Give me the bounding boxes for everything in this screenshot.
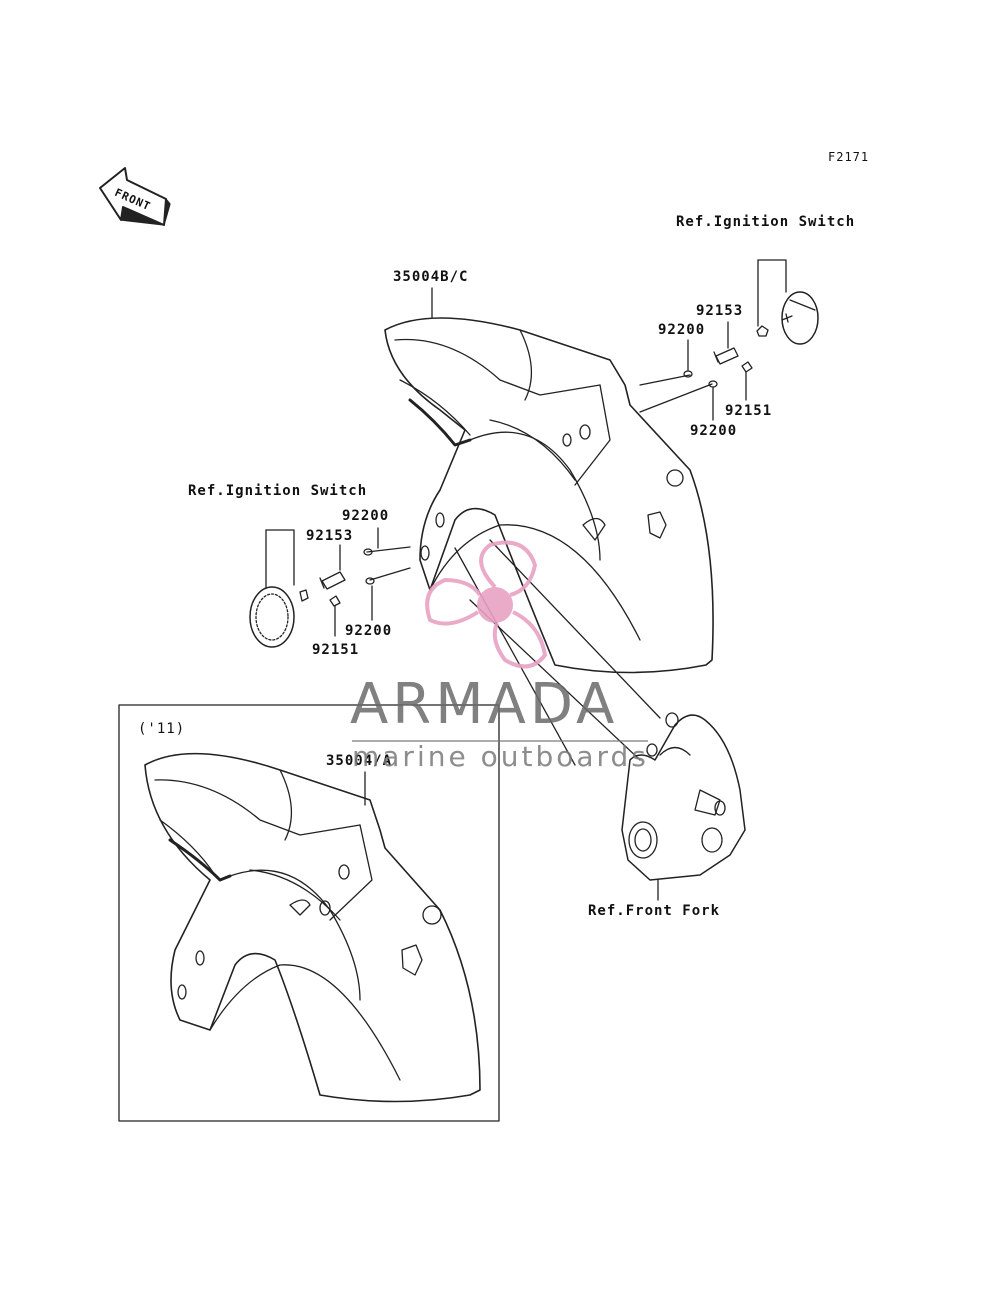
callout-washer-right-top: 92200 <box>658 322 706 338</box>
variant-label: ('11) <box>138 721 186 737</box>
variant-box <box>118 704 500 1122</box>
callout-screw-left: 92151 <box>312 642 360 658</box>
callout-bolt-right: 92153 <box>696 303 744 319</box>
armada-logo-icon <box>425 540 548 669</box>
callout-washer-left-bottom: 92200 <box>345 623 393 639</box>
callout-screw-right: 92151 <box>725 403 773 419</box>
right-reflector <box>781 291 819 345</box>
callout-ref-front-fork: Ref.Front Fork <box>588 903 721 919</box>
callout-ref-ignition-left: Ref.Ignition Switch <box>188 483 368 499</box>
front-fender-main <box>384 317 714 674</box>
callout-fender-variant: 35004/A <box>326 753 393 769</box>
callout-washer-right-bottom: 92200 <box>690 423 738 439</box>
front-fender-variant <box>144 752 481 1103</box>
callout-ref-ignition-right: Ref.Ignition Switch <box>676 214 856 230</box>
left-hardware <box>319 548 375 607</box>
callout-bolt-left: 92153 <box>306 528 354 544</box>
watermark-brand: ARMADA <box>350 672 619 737</box>
front-fork <box>621 712 746 881</box>
front-arrow-icon <box>99 167 171 226</box>
diagram-code: F2171 <box>828 150 870 164</box>
watermark-tagline: marine outboards <box>352 740 649 773</box>
left-reflector <box>249 586 309 648</box>
right-hardware <box>683 325 769 388</box>
callout-washer-left-top: 92200 <box>342 508 390 524</box>
callout-fender-main: 35004B/C <box>393 269 469 285</box>
